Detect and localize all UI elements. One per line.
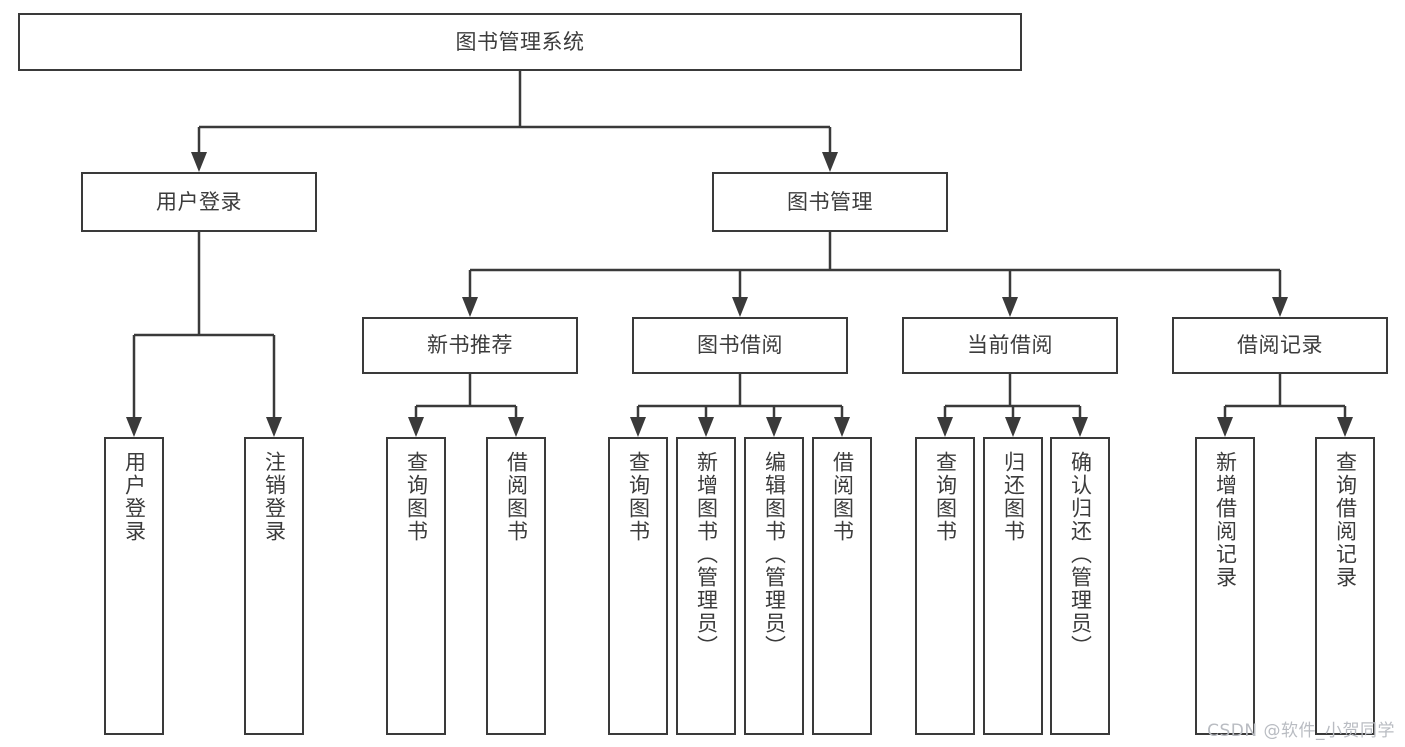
node-label: 查询图书 bbox=[626, 451, 651, 543]
node-leaf-borrow-book[interactable]: 借阅图书 bbox=[812, 437, 872, 735]
node-leaf-add-book[interactable]: 新增图书（管理员） bbox=[676, 437, 736, 735]
node-leaf-query-record[interactable]: 查询借阅记录 bbox=[1315, 437, 1375, 735]
connector-arrowhead bbox=[698, 417, 714, 437]
node-leaf-user-logout[interactable]: 注销登录 bbox=[244, 437, 304, 735]
connector-arrowhead bbox=[1072, 417, 1088, 437]
node-leaf-user-login[interactable]: 用户登录 bbox=[104, 437, 164, 735]
node-label: 借阅图书 bbox=[504, 451, 529, 543]
node-label: 借阅图书 bbox=[830, 451, 855, 543]
node-leaf-confirm-return[interactable]: 确认归还（管理员） bbox=[1050, 437, 1110, 735]
node-leaf-borrow-book-rec[interactable]: 借阅图书 bbox=[486, 437, 546, 735]
node-leaf-edit-book[interactable]: 编辑图书（管理员） bbox=[744, 437, 804, 735]
node-book-manage[interactable]: 图书管理 bbox=[712, 172, 948, 232]
node-label: 编辑图书（管理员） bbox=[762, 451, 787, 658]
node-label: 用户登录 bbox=[156, 189, 242, 214]
node-label: 用户登录 bbox=[122, 451, 147, 543]
node-book-borrow[interactable]: 图书借阅 bbox=[632, 317, 848, 374]
node-root-system[interactable]: 图书管理系统 bbox=[18, 13, 1022, 71]
node-label: 新增图书（管理员） bbox=[694, 451, 719, 658]
connector-arrowhead bbox=[732, 297, 748, 317]
node-label: 图书管理 bbox=[787, 189, 873, 214]
connector-arrowhead bbox=[1002, 297, 1018, 317]
node-label: 查询借阅记录 bbox=[1333, 451, 1358, 589]
node-new-book-rec[interactable]: 新书推荐 bbox=[362, 317, 578, 374]
node-label: 注销登录 bbox=[262, 451, 287, 543]
node-user-login[interactable]: 用户登录 bbox=[81, 172, 317, 232]
node-label: 借阅记录 bbox=[1237, 333, 1323, 358]
node-leaf-query-book-cur[interactable]: 查询图书 bbox=[915, 437, 975, 735]
node-label: 确认归还（管理员） bbox=[1068, 451, 1093, 658]
connector-arrowhead bbox=[191, 152, 207, 172]
connector-arrowhead bbox=[508, 417, 524, 437]
connector-arrowhead bbox=[408, 417, 424, 437]
node-leaf-query-book[interactable]: 查询图书 bbox=[608, 437, 668, 735]
csdn-watermark: CSDN @软件_小贺同学 bbox=[1207, 721, 1395, 741]
connector-arrowhead bbox=[1217, 417, 1233, 437]
node-label: 查询图书 bbox=[404, 451, 429, 543]
connector-arrowhead bbox=[834, 417, 850, 437]
connector-arrowhead bbox=[937, 417, 953, 437]
node-borrow-record[interactable]: 借阅记录 bbox=[1172, 317, 1388, 374]
connector-arrowhead bbox=[126, 417, 142, 437]
connector-arrowhead bbox=[630, 417, 646, 437]
node-label: 查询图书 bbox=[933, 451, 958, 543]
node-label: 归还图书 bbox=[1001, 451, 1026, 543]
connector-arrowhead bbox=[462, 297, 478, 317]
node-leaf-query-book-rec[interactable]: 查询图书 bbox=[386, 437, 446, 735]
connector-arrowhead bbox=[822, 152, 838, 172]
connector-arrowhead bbox=[1337, 417, 1353, 437]
connector-arrowhead bbox=[1005, 417, 1021, 437]
node-leaf-return-book[interactable]: 归还图书 bbox=[983, 437, 1043, 735]
connector-arrowhead bbox=[266, 417, 282, 437]
connector-arrowhead bbox=[1272, 297, 1288, 317]
node-label: 当前借阅 bbox=[967, 333, 1053, 358]
connector-arrowhead bbox=[766, 417, 782, 437]
node-label: 图书管理系统 bbox=[455, 29, 585, 54]
node-label: 图书借阅 bbox=[697, 333, 783, 358]
node-label: 新增借阅记录 bbox=[1213, 451, 1238, 589]
node-current-borrow[interactable]: 当前借阅 bbox=[902, 317, 1118, 374]
node-label: 新书推荐 bbox=[427, 333, 513, 358]
node-leaf-add-record[interactable]: 新增借阅记录 bbox=[1195, 437, 1255, 735]
